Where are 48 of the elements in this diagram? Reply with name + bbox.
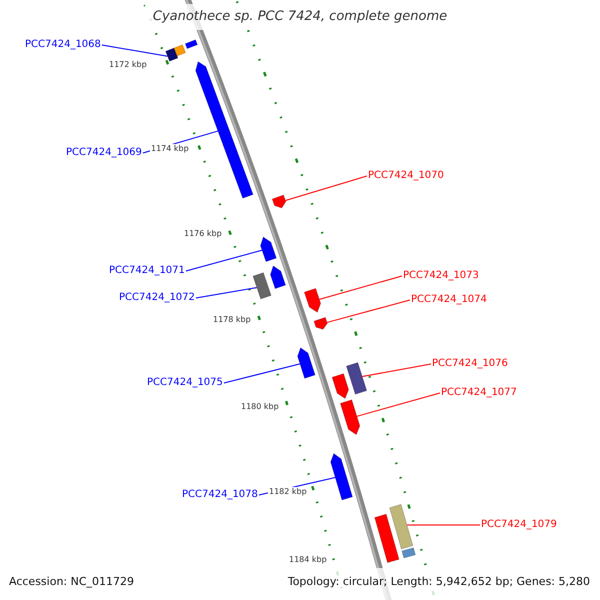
gene-feature <box>272 194 286 208</box>
gene-feature <box>332 373 349 399</box>
gene-block <box>174 44 186 56</box>
tick-label: 1182 kbp <box>268 487 308 497</box>
gene-feature <box>270 265 286 289</box>
gene-feature <box>314 317 328 330</box>
gene-label: PCC7424_1076 <box>432 358 508 370</box>
gene-label: PCC7424_1077 <box>441 387 517 399</box>
leader-line <box>406 524 480 526</box>
gene-block <box>374 514 400 563</box>
leader-line <box>318 276 402 300</box>
leader-line <box>284 176 368 201</box>
gene-label: PCC7424_1079 <box>481 519 557 531</box>
gene-block <box>252 272 272 300</box>
tick-label: 1172 kbp <box>108 60 148 70</box>
leader-line <box>223 363 300 384</box>
gene-block <box>402 547 416 558</box>
accession-text: Accession: NC_011729 <box>9 575 134 589</box>
gene-label: PCC7424_1070 <box>368 170 444 182</box>
gene-label: PCC7424_1071 <box>109 265 185 277</box>
tick-label: 1176 kbp <box>183 229 223 239</box>
gene-feature <box>297 347 316 379</box>
tick-label: 1174 kbp <box>150 144 190 154</box>
gene-feature <box>330 453 353 500</box>
leader-line <box>101 44 168 57</box>
leader-line <box>362 364 432 378</box>
gene-feature <box>260 236 277 262</box>
gene-label: PCC7424_1069 <box>66 147 142 159</box>
gene-label: PCC7424_1073 <box>403 270 479 282</box>
gene-feature <box>195 61 254 199</box>
gene-label: PCC7424_1078 <box>182 489 258 501</box>
gene-feature <box>340 399 360 436</box>
gene-block <box>346 362 368 395</box>
gene-feature <box>304 288 322 313</box>
gene-label: PCC7424_1072 <box>119 292 195 304</box>
gene-label: PCC7424_1068 <box>25 39 101 51</box>
leader-line <box>356 392 440 417</box>
leader-line <box>185 250 263 272</box>
genome-summary-text: Topology: circular; Length: 5,942,652 bp; Genes: 5,280 <box>288 575 590 589</box>
gene-block <box>389 504 414 550</box>
leader-line <box>326 300 410 323</box>
gene-label: PCC7424_1074 <box>411 294 487 306</box>
gene-block <box>184 39 198 50</box>
gene-label: PCC7424_1075 <box>147 377 223 389</box>
tick-label: 1184 kbp <box>288 555 328 565</box>
tick-label: 1178 kbp <box>212 315 252 325</box>
gene-block <box>165 48 178 62</box>
tick-label: 1180 kbp <box>240 402 280 412</box>
